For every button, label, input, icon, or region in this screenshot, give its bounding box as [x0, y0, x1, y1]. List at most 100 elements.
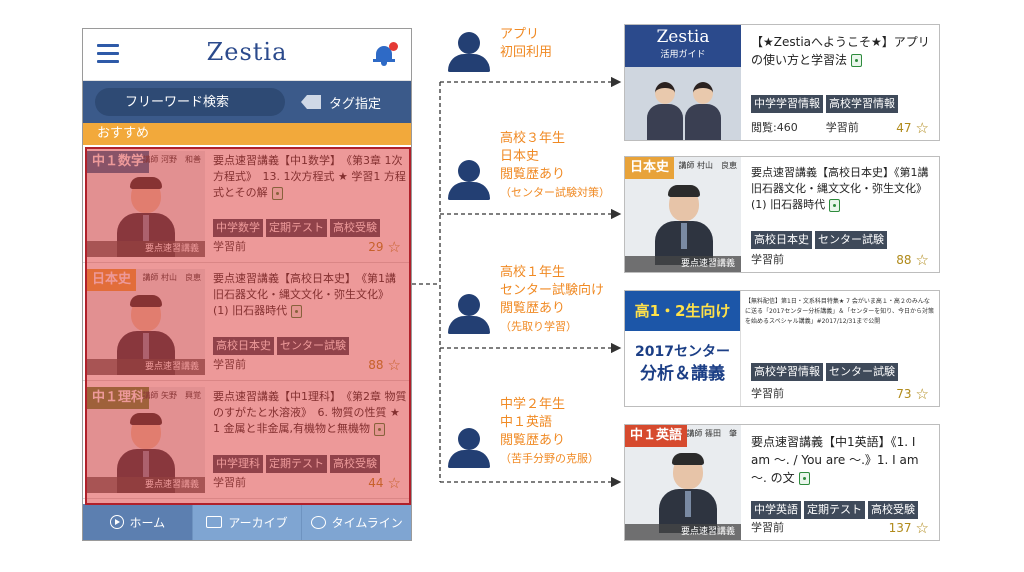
like-count[interactable]: 88☆: [896, 251, 929, 269]
document-icon: [291, 304, 303, 318]
tag[interactable]: 中学学習情報: [751, 95, 823, 113]
tag[interactable]: 中学英語: [751, 501, 801, 519]
star-icon[interactable]: ☆: [387, 238, 401, 256]
like-count-value: 29: [368, 240, 384, 254]
tag[interactable]: 定期テスト: [266, 219, 327, 237]
play-circle-icon: [109, 515, 124, 529]
star-icon[interactable]: ☆: [915, 519, 929, 537]
star-icon[interactable]: ☆: [915, 385, 929, 403]
thumbnail-caption: 要点速習講義: [87, 241, 205, 257]
tag[interactable]: 高校日本史: [751, 231, 812, 249]
thumbnail-caption: 要点速習講義: [87, 359, 205, 375]
star-icon[interactable]: ☆: [387, 474, 401, 492]
tag[interactable]: 高校受験: [868, 501, 918, 519]
user-label: アプリ 初回利用: [500, 26, 552, 62]
like-count-value: 88: [368, 358, 384, 372]
tag[interactable]: 定期テスト: [804, 501, 865, 519]
tag-icon: [301, 95, 321, 109]
like-count-value: 137: [888, 521, 912, 535]
star-icon[interactable]: ☆: [915, 251, 929, 269]
lecturer-photo: [655, 185, 713, 265]
tag-filter-button[interactable]: タグ指定: [301, 88, 407, 116]
promo-heading-line2: 分析＆講義: [640, 364, 725, 384]
lecturer-role: 講師: [678, 161, 695, 170]
subject-badge: 日本史: [87, 269, 137, 291]
like-count[interactable]: 29☆: [368, 238, 401, 256]
user-icon: [446, 160, 492, 200]
lecturer-role: 講師: [142, 273, 159, 282]
list-item[interactable]: 日本史 講師 村山 良恵 要点速習講義 要点速習講義【高校日本史】 《第1講 旧…: [83, 263, 411, 381]
promo-target: 高1・2生向け: [625, 291, 740, 331]
search-input[interactable]: [95, 88, 285, 116]
lecture-thumbnail: 中１英語 講師 篠田 肇 要点速習講義: [625, 425, 741, 540]
study-status: 学習前: [751, 387, 784, 400]
guide-subtitle: 活用ガイド: [660, 50, 706, 60]
card-title: 【★Zestiaへようこそ★】アプリの使い方と学習法: [751, 33, 935, 69]
like-count[interactable]: 73☆: [896, 385, 929, 403]
recommendation-card[interactable]: 中１英語 講師 篠田 肇 要点速習講義 要点速習講義【中1英語】《1. I am…: [624, 424, 940, 541]
recommendation-card[interactable]: 日本史 講師 村山 良恵 要点速習講義 要点速習講義【高校日本史】《第1講 旧石…: [624, 156, 940, 273]
card-title: 要点速習講義【中1英語】《1. I am 〜. / You are 〜.》1. …: [751, 433, 935, 487]
like-count[interactable]: 47☆: [896, 119, 929, 137]
user-label-note: （センター試験対策）: [500, 186, 610, 199]
tag[interactable]: 高校受験: [330, 455, 380, 473]
bottom-nav: ホーム アーカイブ タイムライン: [83, 504, 411, 540]
tag[interactable]: センター試験: [815, 231, 887, 249]
students-photo: [625, 67, 741, 140]
menu-icon[interactable]: [97, 44, 119, 64]
tag[interactable]: 高校学習情報: [826, 95, 898, 113]
tag[interactable]: 高校日本史: [213, 337, 274, 355]
section-header: おすすめ: [83, 123, 411, 145]
subject-badge: 日本史: [625, 157, 675, 179]
star-icon[interactable]: ☆: [387, 356, 401, 374]
tag[interactable]: 中学理科: [213, 455, 263, 473]
notification-dot: [389, 42, 398, 51]
tag[interactable]: 中学数学: [213, 219, 263, 237]
app-header: Zestia: [83, 29, 411, 81]
app-logo: Zestia: [206, 38, 288, 66]
user-label-note: （先取り学習）: [500, 320, 577, 333]
tag[interactable]: 高校学習情報: [751, 363, 823, 381]
tag[interactable]: センター試験: [277, 337, 349, 355]
tag[interactable]: 定期テスト: [266, 455, 327, 473]
user-icon: [446, 32, 492, 72]
user-label-line: センター試験向け: [500, 283, 605, 298]
user-label-line: 中学２年生: [500, 397, 566, 412]
nav-timeline-label: タイムライン: [331, 515, 403, 530]
promo-thumbnail: 高1・2生向け 2017センター 分析＆講義: [625, 291, 741, 406]
like-count[interactable]: 88☆: [368, 356, 401, 374]
user-label-line: アプリ: [500, 27, 540, 42]
like-count[interactable]: 137☆: [889, 519, 929, 537]
nav-home[interactable]: ホーム: [83, 504, 193, 540]
nav-timeline[interactable]: タイムライン: [302, 504, 411, 540]
tag-filter-label: タグ指定: [329, 96, 382, 112]
guide-banner: Zestia 活用ガイド: [625, 25, 741, 67]
tag[interactable]: センター試験: [826, 363, 898, 381]
study-status: 学習前: [213, 476, 246, 489]
lecturer-name-text: 河野 和善: [161, 155, 201, 164]
guide-logo: Zestia: [656, 27, 710, 47]
user-label: 高校３年生 日本史 閲覧歴あり （センター試験対策）: [500, 130, 610, 202]
nav-archive[interactable]: アーカイブ: [193, 504, 303, 540]
like-count-value: 47: [896, 121, 912, 135]
thumbnail-caption: 要点速習講義: [625, 524, 741, 540]
item-title-text: 要点速習講義【中1数学】 《第3章 1次方程式》 13. 1次方程式 ★ 学習1…: [213, 154, 406, 199]
promo-heading-line1: 2017センター: [635, 344, 730, 360]
lecture-thumbnail: 日本史 講師 村山 良恵 要点速習講義: [625, 157, 741, 272]
star-icon[interactable]: ☆: [915, 119, 929, 137]
document-icon: [829, 198, 841, 212]
list-item[interactable]: 中１数学 講師 河野 和善 要点速習講義 要点速習講義【中1数学】 《第3章 1…: [83, 145, 411, 263]
like-count-value: 73: [896, 387, 912, 401]
item-title: 要点速習講義【高校日本史】 《第1講 旧石器文化・縄文文化・弥生文化》 (1) …: [213, 271, 407, 319]
tag[interactable]: 高校受験: [330, 219, 380, 237]
promo-description: 【無料配信】第1日・文系科目特集★ 7 会がいま高１・高２のみんなに送る「201…: [745, 298, 935, 325]
bell-icon[interactable]: [373, 42, 398, 66]
like-count[interactable]: 44☆: [368, 474, 401, 492]
tag-list: 中学英語 定期テスト 高校受験: [751, 501, 918, 519]
user-label: 中学２年生 中１英語 閲覧歴あり （苦手分野の克服）: [500, 396, 599, 468]
recommendation-card[interactable]: Zestia 活用ガイド 【★Zestiaへようこそ★】アプリの使い方と学習法 …: [624, 24, 940, 141]
study-status: 学習前: [213, 358, 246, 371]
recommendation-card[interactable]: 高1・2生向け 2017センター 分析＆講義 【無料配信】第1日・文系科目特集★…: [624, 290, 940, 407]
list-item[interactable]: 中１理科 講師 矢野 興覚 要点速習講義 要点速習講義【中1理科】 《第2章 物…: [83, 381, 411, 499]
